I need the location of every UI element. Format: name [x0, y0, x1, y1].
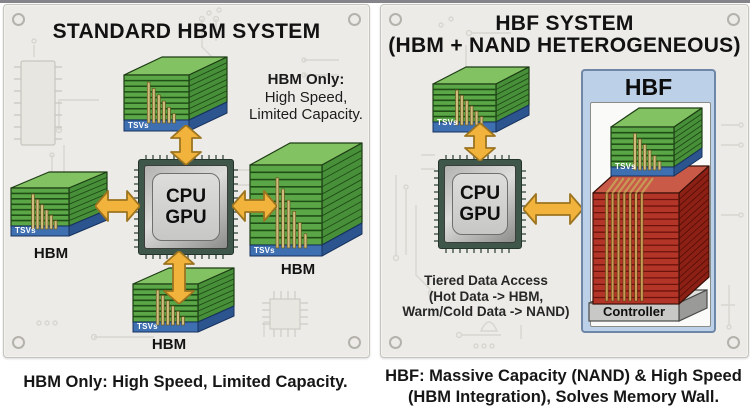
right-caption: HBF: Massive Capacity (NAND) & High Spee… [380, 366, 747, 407]
note-line: HBM Only: [267, 71, 345, 88]
hbm-stack-top [123, 56, 228, 132]
tsvs-label: TSVs [615, 162, 636, 171]
right-caption-line2-prefix: (HBM Integration), [407, 387, 556, 406]
tiered-line: Warm/Cold Data -> NAND) [402, 304, 570, 319]
mounting-hole [348, 336, 361, 349]
hbm-stack [432, 66, 530, 133]
cpu-gpu-chip: CPU GPU [134, 155, 238, 259]
chip-line: GPU [165, 207, 207, 228]
chip-line: GPU [459, 204, 501, 225]
mounting-hole [12, 13, 25, 26]
left-caption: HBM Only: High Speed, Limited Capacity. [23, 373, 348, 391]
arrow-cpu-hbf [523, 193, 583, 225]
right-caption-line1: HBF: Massive Capacity (NAND) & High Spee… [385, 367, 742, 385]
top-border-line [0, 0, 750, 3]
arrow-cpu-top [170, 125, 202, 165]
chip-pins [445, 249, 515, 253]
hbf-hbm-stack [610, 107, 703, 177]
note-line: Limited Capacity. [249, 106, 363, 123]
hbm-stack-label: HBM [151, 336, 187, 353]
hbf-label: HBF [624, 74, 673, 100]
mounting-hole [12, 336, 25, 349]
mounting-hole [727, 336, 740, 349]
mounting-hole [389, 13, 402, 26]
tsvs-label: TSVs [128, 121, 149, 130]
chip-pins [522, 166, 526, 242]
arrow-cpu-left [95, 190, 140, 222]
chip-label: CPU GPU [452, 173, 508, 235]
standard-hbm-panel: STANDARD HBM SYSTEM TSVs TSVs TSVs TSVs … [3, 4, 370, 358]
right-panel-title-line1: HBF SYSTEM [495, 12, 634, 35]
tsvs-label: TSVs [254, 246, 275, 255]
note-line: High Speed, [264, 88, 348, 106]
chip-line: CPU [459, 182, 501, 204]
hbf-system-panel: HBF SYSTEM (HBM + NAND HETEROGENEOUS) TS… [380, 4, 749, 358]
nand-stack [592, 165, 710, 305]
right-caption-line2-bold: Solves Memory Wall. [555, 387, 720, 406]
tsvs-label: TSVs [437, 118, 458, 127]
mounting-hole [389, 336, 402, 349]
tiered-data-note: Tiered Data Access (Hot Data -> HBM, War… [386, 273, 586, 320]
hbm-only-note: HBM Only: High Speed, Limited Capacity. [241, 71, 371, 124]
right-panel-title-line2: (HBM + NAND HETEROGENEOUS) [388, 34, 741, 57]
cpu-gpu-chip: CPU GPU [434, 155, 526, 253]
arrow-cpu-bottom [163, 251, 195, 304]
chip-pins [434, 166, 438, 242]
tiered-line: Tiered Data Access [424, 273, 548, 288]
chip-label: CPU GPU [152, 173, 220, 241]
right-caption-line2: (HBM Integration), Solves Memory Wall. [380, 387, 747, 408]
arrow-cpu-hbm [464, 123, 496, 161]
controller-label: Controller [602, 304, 666, 319]
chip-line: CPU [165, 185, 207, 207]
tsvs-label: TSVs [137, 322, 158, 331]
tsvs-label: TSVs [15, 226, 36, 235]
left-panel-title: STANDARD HBM SYSTEM [52, 20, 321, 43]
arrow-cpu-right [232, 190, 277, 222]
hbm-stack-label: HBM [33, 245, 69, 262]
mounting-hole [727, 13, 740, 26]
tiered-line: (Hot Data -> HBM, [428, 288, 544, 304]
qfp-chip-drawing [262, 291, 308, 337]
hbm-stack-label: HBM [280, 261, 316, 278]
mounting-hole [348, 13, 361, 26]
hbm-stack-left [10, 171, 108, 237]
hbm-stack-right [249, 142, 363, 257]
dip-chip-drawing [14, 60, 62, 146]
